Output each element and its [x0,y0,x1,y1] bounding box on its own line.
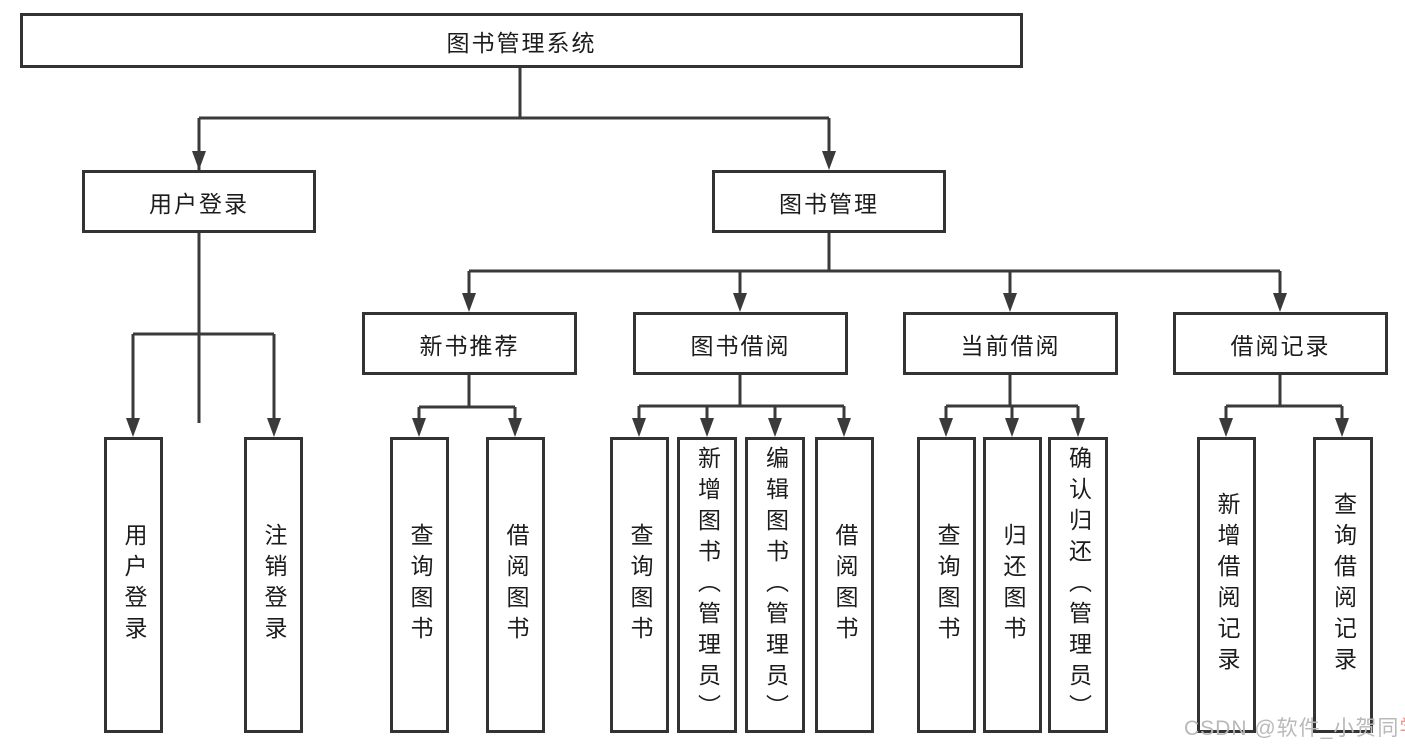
node-book-borrow-label: 图书借阅 [690,332,791,359]
leaf-current-confirm-admin-label: 确认归还（管理员） [1065,445,1092,725]
node-book-mgmt-label: 图书管理 [779,190,879,217]
leaf-current-query: 查询图书 [917,437,976,733]
leaf-borrow-edit-admin-label: 编辑图书（管理员） [762,445,789,725]
leaf-newbooks-query: 查询图书 [390,437,449,733]
csdn-watermark: CSDN @软件_小贺同学 [1184,712,1405,742]
node-book-borrow: 图书借阅 [633,312,848,375]
node-user-login-label: 用户登录 [149,190,249,217]
node-root: 图书管理系统 [20,13,1023,68]
leaf-borrow-add-admin: 新增图书（管理员） [677,437,737,733]
node-new-books-label: 新书推荐 [419,332,520,359]
leaf-user-login-label: 用户登录 [121,523,147,647]
leaf-newbooks-borrow: 借阅图书 [486,437,545,733]
arrowheads [126,151,1349,437]
node-root-label: 图书管理系统 [446,29,597,56]
csdn-watermark-accent: 学 [1399,717,1405,740]
leaf-records-add-label: 新增借阅记录 [1214,492,1240,678]
node-borrow-records: 借阅记录 [1173,312,1388,375]
node-borrow-records-label: 借阅记录 [1230,332,1331,359]
leaf-records-query-label: 查询借阅记录 [1330,492,1357,678]
leaf-borrow-query: 查询图书 [610,437,669,733]
node-current-borrow-label: 当前借阅 [960,332,1061,359]
node-book-mgmt: 图书管理 [712,170,946,233]
tree-lines [131,68,1344,423]
leaf-borrow-edit-admin: 编辑图书（管理员） [745,437,805,733]
leaf-newbooks-borrow-label: 借阅图书 [503,523,529,647]
leaf-current-confirm-admin: 确认归还（管理员） [1048,437,1108,733]
leaf-newbooks-query-label: 查询图书 [407,523,433,647]
leaf-records-add: 新增借阅记录 [1197,437,1256,733]
leaf-borrow-add-admin-label: 新增图书（管理员） [694,445,721,725]
node-user-login: 用户登录 [82,170,316,233]
leaf-borrow-query-label: 查询图书 [627,523,653,647]
leaf-borrow-book-label: 借阅图书 [832,523,858,647]
leaf-logout-label: 注销登录 [261,523,287,647]
csdn-watermark-text: CSDN @软件_小贺同 [1184,717,1400,740]
node-current-borrow: 当前借阅 [903,312,1118,375]
node-new-books: 新书推荐 [362,312,577,375]
leaf-borrow-book: 借阅图书 [815,437,874,733]
leaf-logout: 注销登录 [244,437,303,733]
leaf-user-login: 用户登录 [104,437,163,733]
leaf-current-query-label: 查询图书 [934,523,960,647]
leaf-current-return-label: 归还图书 [1000,523,1026,647]
leaf-current-return: 归还图书 [983,437,1042,733]
leaf-records-query: 查询借阅记录 [1313,437,1373,733]
